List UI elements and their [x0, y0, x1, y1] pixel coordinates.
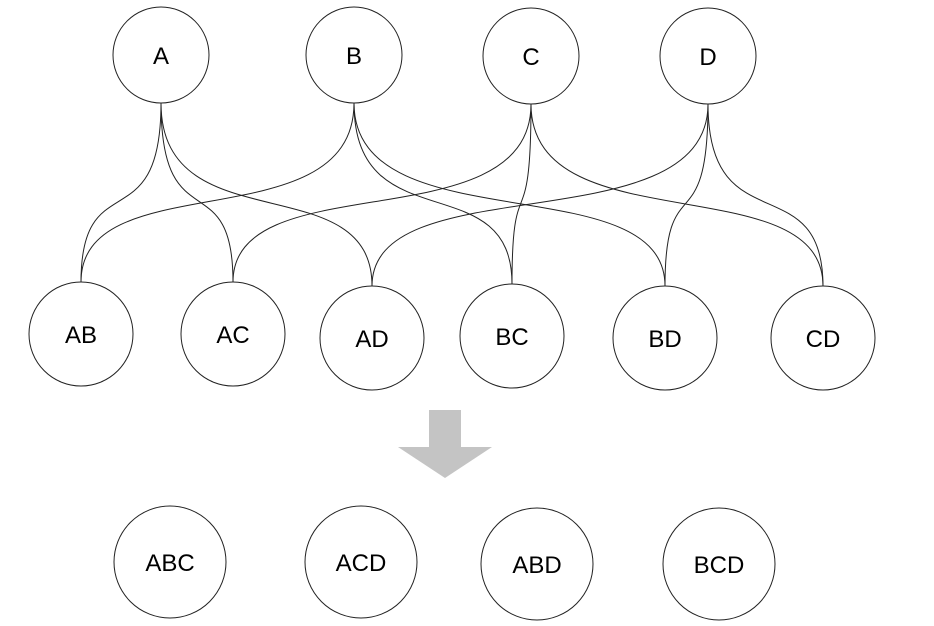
node-AD: AD — [319, 285, 425, 391]
edge-B-BC — [353, 102, 513, 285]
node-BD-circle — [612, 285, 718, 391]
edge-D-AD — [371, 103, 709, 287]
node-AC-label: AC — [216, 322, 249, 349]
node-C-circle — [482, 7, 580, 105]
node-BD: BD — [612, 285, 718, 391]
node-C: C — [482, 7, 580, 105]
node-ACD-label: ACD — [336, 550, 387, 577]
node-ABD-label: ABD — [512, 552, 561, 579]
node-A-circle — [112, 6, 210, 104]
node-CD-label: CD — [806, 326, 841, 353]
node-A: A — [112, 6, 210, 104]
edge-C-CD — [530, 103, 824, 287]
node-BC-circle — [459, 283, 565, 389]
edge-C-BC — [511, 103, 532, 285]
node-B-circle — [305, 6, 403, 104]
node-BCD-circle — [662, 507, 776, 621]
node-ACD: ACD — [304, 505, 418, 619]
node-AD-circle — [319, 285, 425, 391]
node-D-label: D — [699, 44, 716, 71]
node-BCD-label: BCD — [694, 552, 745, 579]
node-AB-label: AB — [65, 322, 97, 349]
node-D-circle — [659, 7, 757, 105]
node-ABC-circle — [113, 505, 227, 619]
down-arrow-icon — [398, 410, 492, 478]
node-ABC-label: ABC — [145, 550, 194, 577]
node-A-label: A — [153, 43, 169, 70]
edge-A-AB — [80, 102, 162, 283]
node-D: D — [659, 7, 757, 105]
node-AB-circle — [28, 281, 134, 387]
node-ABD: ABD — [480, 507, 594, 621]
node-BD-label: BD — [648, 326, 681, 353]
edge-B-AB — [80, 102, 355, 283]
node-ABD-circle — [480, 507, 594, 621]
edges — [80, 102, 824, 287]
node-B-label: B — [346, 43, 362, 70]
node-AC-circle — [180, 281, 286, 387]
edge-C-AC — [232, 103, 532, 283]
node-ABC: ABC — [113, 505, 227, 619]
node-BC-label: BC — [495, 324, 528, 351]
node-AB: AB — [28, 281, 134, 387]
node-AC: AC — [180, 281, 286, 387]
node-B: B — [305, 6, 403, 104]
node-CD: CD — [770, 285, 876, 391]
edge-A-AD — [160, 102, 373, 287]
node-CD-circle — [770, 285, 876, 391]
edge-D-CD — [707, 103, 824, 287]
edge-B-BD — [353, 102, 666, 287]
edge-D-BD — [664, 103, 709, 287]
node-AD-label: AD — [355, 326, 388, 353]
node-BCD: BCD — [662, 507, 776, 621]
node-BC: BC — [459, 283, 565, 389]
node-C-label: C — [522, 44, 539, 71]
edge-A-AC — [160, 102, 234, 283]
node-ACD-circle — [304, 505, 418, 619]
